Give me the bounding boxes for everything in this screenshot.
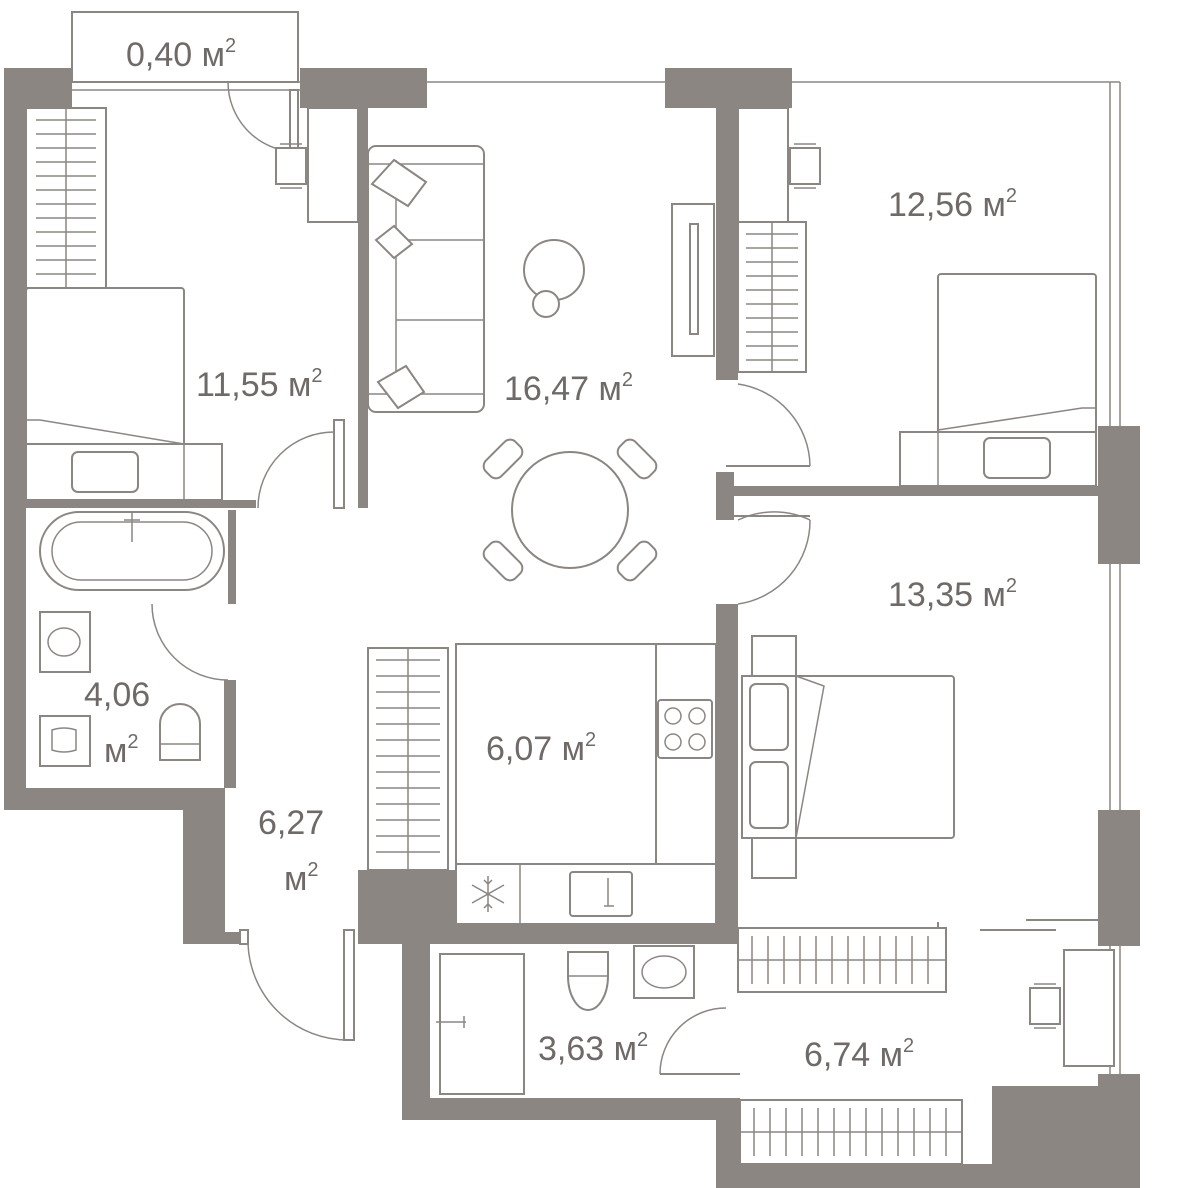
study-furniture xyxy=(1029,949,1115,1067)
bathroom-fixtures xyxy=(39,511,225,767)
area-label-kitchen: 6,07 м2 xyxy=(486,729,596,768)
wall-kitchen-bedroom xyxy=(716,604,738,944)
wall-stub xyxy=(716,472,734,520)
kitchen-fixtures xyxy=(455,643,717,925)
wc-fixtures xyxy=(436,945,695,1095)
living-furniture xyxy=(367,145,715,582)
area-label-bathroom-unit: м2 xyxy=(104,731,139,770)
wardrobes xyxy=(25,107,963,1165)
area-label-bedroom-ne: 12,56 м2 xyxy=(888,185,1017,224)
outer-wall-west xyxy=(4,68,248,944)
balcony xyxy=(71,11,299,83)
wall-bath-north xyxy=(26,500,256,508)
area-label-bathroom: 4,06 xyxy=(84,676,150,714)
wall-bedrooms-east xyxy=(734,486,1098,496)
wall-bath-partition xyxy=(228,510,236,604)
area-label-hall-unit: м2 xyxy=(284,859,319,898)
wall-kitchen-south xyxy=(358,870,716,944)
area-label-living: 16,47 м2 xyxy=(504,369,633,408)
area-label-balcony: 0,40 м2 xyxy=(126,35,236,74)
dining-chairs xyxy=(482,438,658,582)
wall-south-east xyxy=(716,1074,1140,1188)
area-labels: 0,40 м2 11,55 м2 16,47 м2 12,56 м2 13,35… xyxy=(84,35,1017,1074)
area-label-bedroom-nw: 11,55 м2 xyxy=(196,365,323,404)
area-label-hall: 6,27 xyxy=(258,804,324,842)
wall-east-pier-2 xyxy=(1098,810,1140,946)
area-label-study: 6,74 м2 xyxy=(804,1035,914,1074)
area-label-bedroom-e: 13,35 м2 xyxy=(888,575,1017,614)
area-label-wc: 3,63 м2 xyxy=(538,1029,648,1068)
bedroom-ne-furniture xyxy=(737,107,1097,487)
walls xyxy=(4,68,1140,1188)
bedroom-nw-furniture xyxy=(25,107,359,501)
wall-bath-east xyxy=(224,680,236,788)
wall-bedroom-living xyxy=(358,108,368,508)
bedroom-e-furniture xyxy=(741,635,955,879)
wall-living-bedroom-ne xyxy=(716,108,738,380)
wall-east-pier-1 xyxy=(1098,426,1140,564)
snowflake-icon xyxy=(471,876,505,912)
wall-north-mid xyxy=(300,68,427,108)
wall-north-east xyxy=(665,68,792,108)
